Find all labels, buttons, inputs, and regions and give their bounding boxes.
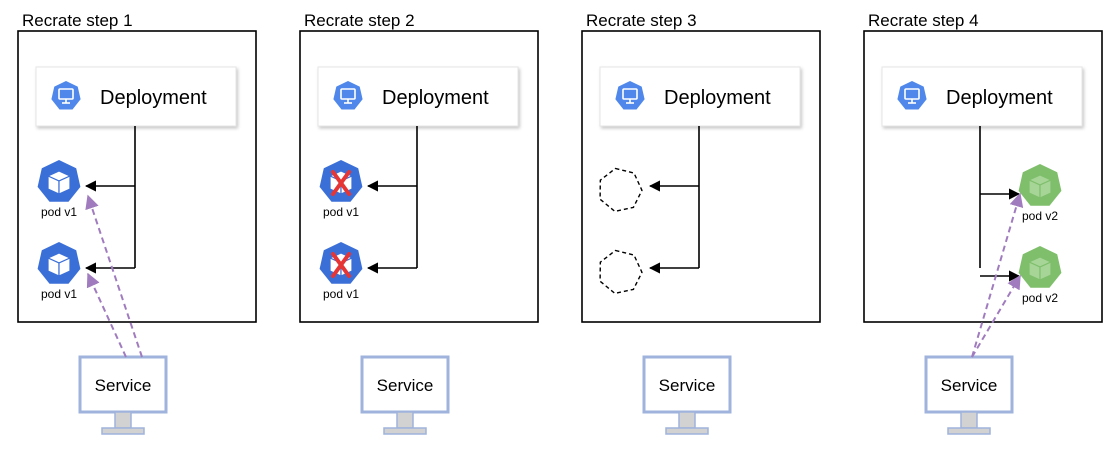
service-node: Service <box>360 355 450 435</box>
x-stroke-2 <box>331 252 351 278</box>
deployment-card: Deployment <box>599 66 801 127</box>
service-stand <box>396 411 414 429</box>
deployment-icon-hex <box>897 81 927 110</box>
service-route-arrow <box>85 194 143 358</box>
service-label: Service <box>377 376 434 395</box>
deployment-card: Deployment <box>881 66 1083 127</box>
service-screen <box>642 355 732 414</box>
pod-icon <box>1018 164 1062 206</box>
service-route-arrow <box>971 192 1024 358</box>
service-stand <box>678 411 696 429</box>
step-frame <box>299 30 539 323</box>
pod-label: pod v1 <box>323 287 359 301</box>
deployment-icon-hex <box>333 81 363 110</box>
cube-right <box>1039 261 1052 281</box>
deployment-icon <box>51 81 81 110</box>
cube-right <box>1039 179 1052 199</box>
step-2: Recrate step 2 Deployment pod v1 pod v1 Serv… <box>299 11 539 435</box>
pod-label: pod v1 <box>41 205 77 219</box>
pod-icon <box>319 242 363 284</box>
step-4: Recrate step 4 Deployment pod v2 pod v2 Serv… <box>863 11 1103 435</box>
service-screen <box>360 355 450 414</box>
step-title: Recrate step 1 <box>22 11 133 30</box>
service-stand <box>960 411 978 429</box>
pod-1: pod v1 <box>37 160 135 219</box>
service-node: Service <box>924 355 1014 435</box>
deployment-icon-hex <box>615 81 645 110</box>
service-base <box>101 427 145 435</box>
deployment-card: Deployment <box>35 66 237 127</box>
cube-right <box>58 175 71 195</box>
step-title: Recrate step 2 <box>304 11 415 30</box>
service-label: Service <box>941 376 998 395</box>
pod-label: pod v1 <box>41 287 77 301</box>
service-label: Service <box>95 376 152 395</box>
pod-icon <box>37 242 81 284</box>
step-title: Recrate step 4 <box>868 11 979 30</box>
terminated-x-icon <box>331 170 351 196</box>
empty-pod-placeholder <box>599 167 643 213</box>
deployment-icon <box>897 81 927 110</box>
deployment-icon-hex <box>51 81 81 110</box>
pod-label: pod v2 <box>1022 291 1058 305</box>
step-frame <box>863 30 1103 323</box>
x-stroke-2 <box>331 170 351 196</box>
service-label: Service <box>659 376 716 395</box>
pod-label: pod v2 <box>1022 209 1058 223</box>
service-stand <box>114 411 132 429</box>
step-1: Recrate step 1 Deployment pod v1 pod v1 Serv… <box>17 11 257 435</box>
step-frame <box>17 30 257 323</box>
empty-pod-placeholder <box>599 249 643 295</box>
deployment-icon <box>333 81 363 110</box>
deployment-label: Deployment <box>664 87 771 109</box>
pod-1 <box>599 167 699 213</box>
pod-icon <box>37 160 81 202</box>
deployment-label: Deployment <box>946 87 1053 109</box>
service-base <box>383 427 427 435</box>
deployment-label: Deployment <box>382 87 489 109</box>
pod-1: pod v2 <box>980 164 1062 223</box>
service-base <box>665 427 709 435</box>
deployment-card: Deployment <box>317 66 519 127</box>
pod-2 <box>599 249 699 295</box>
step-frame <box>581 30 821 323</box>
step-title: Recrate step 3 <box>586 11 697 30</box>
pod-2: pod v1 <box>319 242 417 301</box>
deployment-label: Deployment <box>100 87 207 109</box>
pod-1: pod v1 <box>319 160 417 219</box>
pod-2: pod v1 <box>37 242 135 301</box>
pod-2: pod v2 <box>980 246 1062 305</box>
terminated-x-icon <box>331 252 351 278</box>
pod-icon <box>1018 246 1062 288</box>
pod-label: pod v1 <box>323 205 359 219</box>
service-route-arrow <box>86 272 127 358</box>
cube-right <box>58 257 71 277</box>
deployment-icon <box>615 81 645 110</box>
pod-icon <box>319 160 363 202</box>
service-node: Service <box>642 355 732 435</box>
service-base <box>947 427 991 435</box>
service-route-arrow <box>971 274 1021 358</box>
service-node: Service <box>78 355 168 435</box>
